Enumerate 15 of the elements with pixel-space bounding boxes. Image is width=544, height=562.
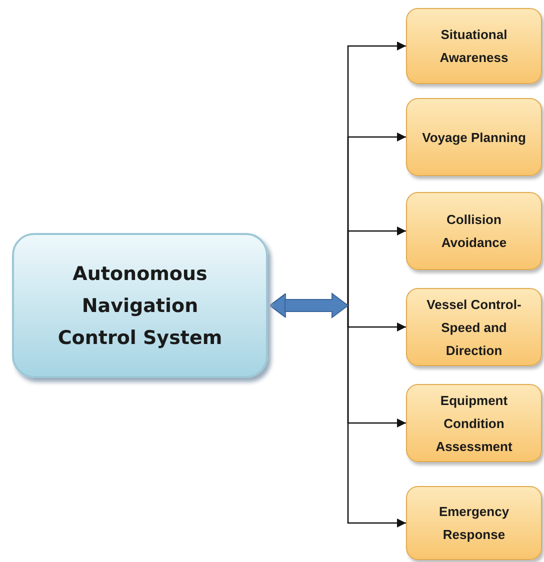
function-box bbox=[406, 384, 542, 462]
function-box bbox=[406, 486, 542, 560]
box-label: Emergency Response bbox=[438, 503, 510, 544]
function-box bbox=[406, 288, 542, 366]
function-box bbox=[406, 192, 542, 270]
box-label: Equipment Condition Assessment bbox=[434, 392, 514, 456]
box-label: Situational Awareness bbox=[438, 26, 510, 67]
box-label: Vessel Control- Speed and Direction bbox=[426, 296, 522, 360]
system-box bbox=[12, 233, 268, 378]
box-label: Autonomous Navigation Control System bbox=[56, 262, 224, 350]
box-label: Voyage Planning bbox=[422, 128, 526, 147]
double-arrow bbox=[284, 292, 349, 318]
function-box bbox=[406, 8, 542, 84]
box-label: Collision Avoidance bbox=[440, 211, 508, 252]
function-box bbox=[406, 98, 542, 176]
